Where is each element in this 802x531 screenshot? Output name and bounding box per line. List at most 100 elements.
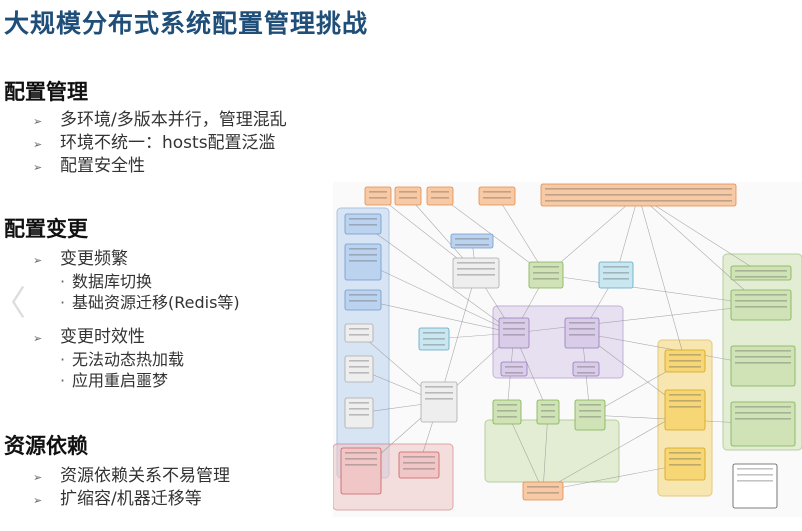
diagram-node (572, 361, 600, 377)
diagram-node-text-line (545, 188, 732, 190)
diagram-node (420, 381, 458, 423)
diagram-node (540, 183, 737, 207)
diagram-node-text-line (431, 191, 449, 193)
config-change-list-2: ➢变更时效性 (33, 326, 145, 349)
diagram-edge (542, 409, 686, 492)
diagram-edge (638, 194, 762, 274)
diagram-node-text-line (425, 392, 453, 394)
diagram-node (664, 447, 706, 481)
diagram-node-text-line (349, 218, 377, 220)
diagram-node-text-line (735, 356, 791, 358)
diagram-node (664, 389, 706, 431)
diagram-node-text-line (425, 398, 453, 400)
bullet-arrow-icon: ➢ (33, 254, 43, 267)
diagram-node-text-line (533, 266, 559, 268)
list-item: ➢扩缩容/机器迁移等 (33, 488, 230, 511)
diagram-node (344, 397, 374, 429)
diagram-node-text-line (735, 294, 787, 296)
diagram-node-text-line (399, 197, 417, 199)
diagram-edge (438, 272, 477, 403)
diagram-node (536, 399, 560, 425)
bullet-arrow-icon: ➢ (33, 161, 43, 174)
section-heading-config-management: 配置管理 (4, 80, 88, 104)
list-item: ➢环境不统一：hosts配置泛滥 (33, 132, 287, 155)
diagram-node-text-line (569, 328, 595, 330)
diagram-edge (545, 274, 762, 306)
diagram-node (528, 261, 564, 289)
bullet-arrow-icon: ➢ (33, 332, 43, 345)
diagram-node-text-line (603, 278, 629, 280)
diagram-node-text-line (455, 244, 489, 246)
diagram-node-text-line (483, 197, 511, 199)
diagram-node-text-line (349, 414, 369, 416)
diagram-node (344, 323, 374, 343)
list-item: ·应用重启噩梦 (60, 371, 169, 390)
diagram-node (732, 463, 778, 509)
diagram-node-text-line (399, 191, 417, 193)
diagram-node-text-line (457, 268, 495, 270)
config-change-list: ➢变更频繁 (33, 248, 128, 271)
diagram-edge (638, 194, 686, 362)
diagram-node (574, 399, 606, 431)
diagram-node-text-line (369, 197, 387, 199)
diagram-node-text-line (735, 412, 791, 414)
diagram-node-text-line (349, 224, 377, 226)
diagram-node-text-line (503, 322, 525, 324)
list-item: ➢多环境/多版本并行，管理混乱 (33, 109, 287, 132)
diagram-node-text-line (735, 276, 787, 278)
diagram-node-text-line (735, 362, 791, 364)
diagram-edges (358, 194, 764, 492)
diagram-node-text-line (669, 406, 701, 408)
diagram-node-text-line (669, 400, 701, 402)
diagram-node-text-line (403, 462, 435, 464)
diagram-node-text-line (505, 372, 523, 374)
diagram-node-text-line (737, 474, 773, 476)
diagram-node-text-line (425, 386, 453, 388)
diagram-node-text-line (533, 272, 559, 274)
diagram-node (344, 289, 382, 311)
list-item: ➢配置安全性 (33, 155, 287, 178)
diagram-edge (542, 463, 686, 492)
diagram-node (344, 355, 374, 383)
diagram-edge (542, 411, 549, 492)
list-item: ➢资源依赖关系不易管理 (33, 465, 230, 488)
diagram-node-text-line (349, 408, 369, 410)
diagram-node-text-line (579, 410, 601, 412)
diagram-node-text-line (349, 260, 377, 262)
diagram-node-text-line (349, 328, 369, 330)
diagram-node-text-line (527, 486, 559, 488)
diagram-node-text-line (577, 366, 595, 368)
bullet-arrow-icon: ➢ (33, 471, 43, 484)
diagram-node (492, 399, 522, 425)
diagram-node-text-line (457, 274, 495, 276)
diagram-node-text-line (497, 410, 517, 412)
diagram-node (452, 257, 500, 289)
diagram-edge (506, 411, 544, 492)
diagram-node (664, 349, 706, 373)
list-item: ·基础资源迁移(Redis等) (60, 293, 240, 312)
diagram-nodes (340, 183, 796, 509)
diagram-node-text-line (569, 322, 595, 324)
diagram-edge (638, 194, 762, 306)
diagram-node (730, 265, 792, 281)
diagram-node-text-line (541, 416, 555, 418)
diagram-node-text-line (345, 452, 377, 454)
config-change-sublist-1: ·数据库切换 ·基础资源迁移(Redis等) (60, 271, 240, 313)
diagram-node-text-line (603, 266, 629, 268)
diagram-node-text-line (737, 480, 773, 482)
diagram-node-text-line (735, 270, 787, 272)
prev-slide-icon[interactable]: 〈 (0, 276, 26, 325)
diagram-node-text-line (669, 394, 701, 396)
diagram-node (364, 186, 392, 206)
diagram-node-text-line (345, 464, 377, 466)
diagram-node-text-line (541, 410, 555, 412)
diagram-node-text-line (349, 360, 369, 362)
architecture-diagram (333, 182, 802, 517)
diagram-node-text-line (423, 332, 445, 334)
list-item: ·无法动态热加载 (60, 350, 185, 369)
resource-dependency-list: ➢资源依赖关系不易管理 ➢扩缩容/机器迁移等 (33, 465, 230, 511)
diagram-node-text-line (497, 404, 517, 406)
section-heading-resource-dependency: 资源依赖 (4, 434, 88, 458)
diagram-node-text-line (423, 344, 445, 346)
diagram-node (398, 451, 440, 479)
